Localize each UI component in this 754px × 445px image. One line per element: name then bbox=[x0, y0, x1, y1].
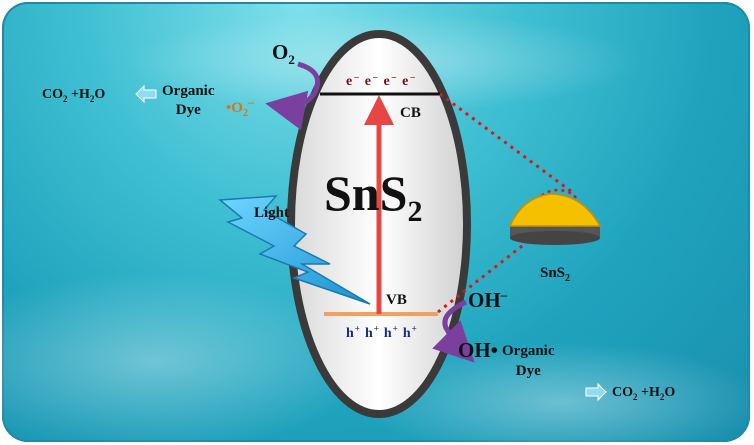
oxygen-label: O2 bbox=[272, 40, 295, 68]
sns2-particle-icon bbox=[508, 193, 602, 245]
light-label: Light bbox=[254, 205, 290, 221]
hole: h+ bbox=[346, 323, 361, 341]
hole: h+ bbox=[364, 323, 380, 341]
product-bottom-label: CO2 +H2O bbox=[612, 385, 676, 402]
particle-label: SnS2 bbox=[540, 265, 571, 284]
hydroxyl-radical-label: OH• bbox=[458, 338, 499, 362]
semiconductor-label: SnS2 bbox=[324, 165, 423, 228]
electron: e– bbox=[383, 71, 399, 89]
product-top-label: CO2 +H2O bbox=[42, 87, 106, 104]
zoom-line-top bbox=[439, 92, 573, 194]
organic-dye-top-label: Organic Dye bbox=[162, 83, 215, 118]
superoxide-label: •O2– bbox=[226, 95, 254, 119]
cb-label: CB bbox=[400, 105, 421, 121]
hydroxide-label: OH– bbox=[468, 287, 508, 312]
hole: h+ bbox=[383, 323, 399, 341]
vb-label: VB bbox=[386, 292, 407, 308]
product-arrow-bottom-icon bbox=[585, 382, 607, 402]
holes-label: h+h+h+h+ bbox=[346, 324, 422, 341]
electron: e– bbox=[346, 71, 361, 89]
oxygen-reduction-arrow bbox=[265, 61, 320, 131]
electron: e– bbox=[402, 71, 417, 89]
organic-dye-bottom-label: Organic Dye bbox=[502, 343, 555, 379]
hole: h+ bbox=[402, 323, 418, 341]
product-arrow-top-icon bbox=[135, 84, 157, 104]
electron: e– bbox=[364, 71, 380, 89]
hydroxide-oxidation-arrow bbox=[432, 299, 475, 363]
light-bolt-icon bbox=[218, 195, 371, 305]
electrons-label: e–e–e–e– bbox=[346, 72, 421, 89]
water-caustics bbox=[2, 12, 750, 442]
